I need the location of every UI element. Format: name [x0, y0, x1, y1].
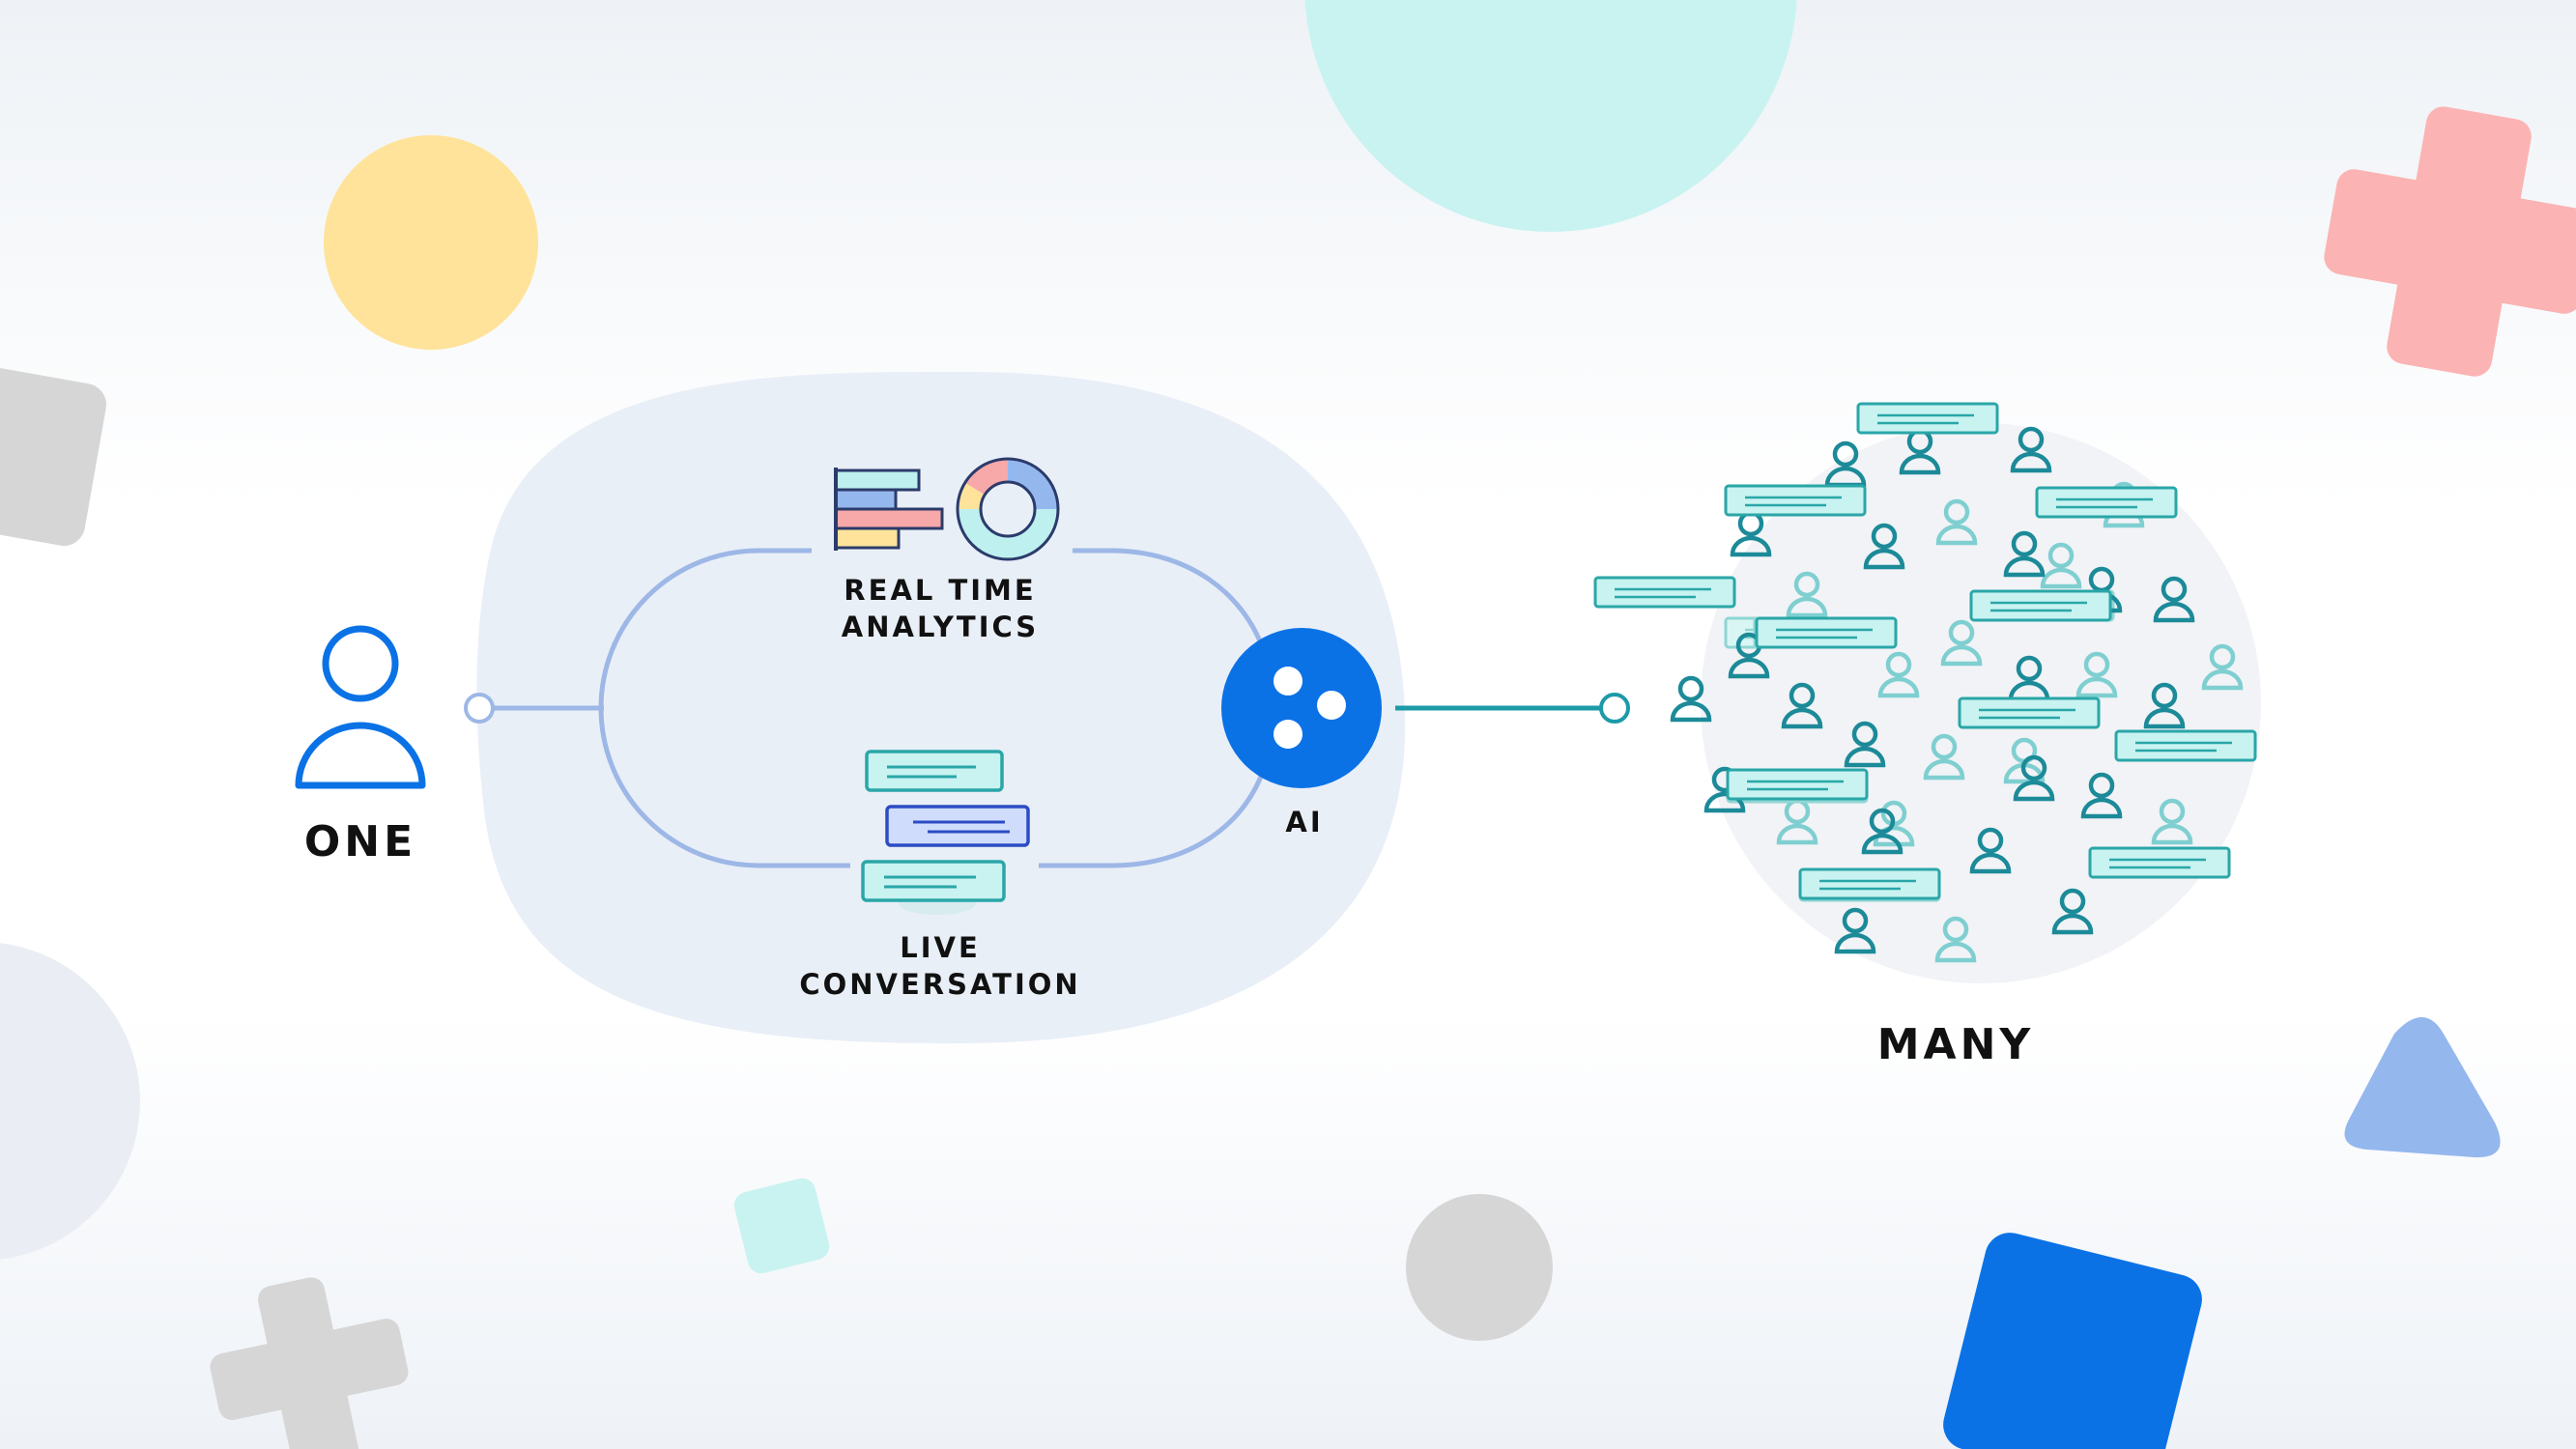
- loop-path-left: [598, 548, 850, 868]
- loop-path-top-right: [1073, 548, 1269, 658]
- ai-label: AI: [1285, 806, 1324, 838]
- many-label: MANY: [1876, 1020, 2035, 1069]
- ai-node-icon: [1221, 628, 1382, 788]
- blue-triangle-shape: [2344, 1016, 2501, 1158]
- gray-square-shape: [0, 362, 106, 546]
- many-connector-node: [1599, 693, 1630, 724]
- gray-cross-shape: [210, 1277, 409, 1449]
- chat-bubbles-icon: [861, 750, 1030, 915]
- one-label: ONE: [303, 817, 417, 867]
- analytics-charts-icon: [834, 457, 1060, 561]
- one-connector-node: [464, 693, 495, 724]
- analytics-label-line1: REAL TIME: [844, 574, 1037, 607]
- conversation-label-line2: CONVERSATION: [799, 968, 1081, 1001]
- loop-path-bottom-right: [1039, 762, 1269, 868]
- blue-square-shape: [1943, 1233, 2202, 1449]
- conversation-label-line1: LIVE: [900, 931, 981, 964]
- teal-circle-shape: [1304, 0, 1797, 232]
- real-time-analytics-label: REAL TIME ANALYTICS: [795, 572, 1085, 645]
- gray-small-circle-shape: [1406, 1194, 1553, 1341]
- mint-square-shape: [733, 1178, 830, 1274]
- live-conversation-label: LIVE CONVERSATION: [776, 929, 1104, 1003]
- yellow-circle-shape: [324, 135, 538, 350]
- analytics-label-line2: ANALYTICS: [841, 611, 1040, 643]
- gray-large-circle-shape: [0, 943, 140, 1260]
- one-person-icon: [295, 625, 426, 789]
- pink-cross-shape: [2324, 106, 2576, 377]
- process-blob: [476, 371, 1406, 1044]
- crowd-icon: [1593, 402, 2261, 983]
